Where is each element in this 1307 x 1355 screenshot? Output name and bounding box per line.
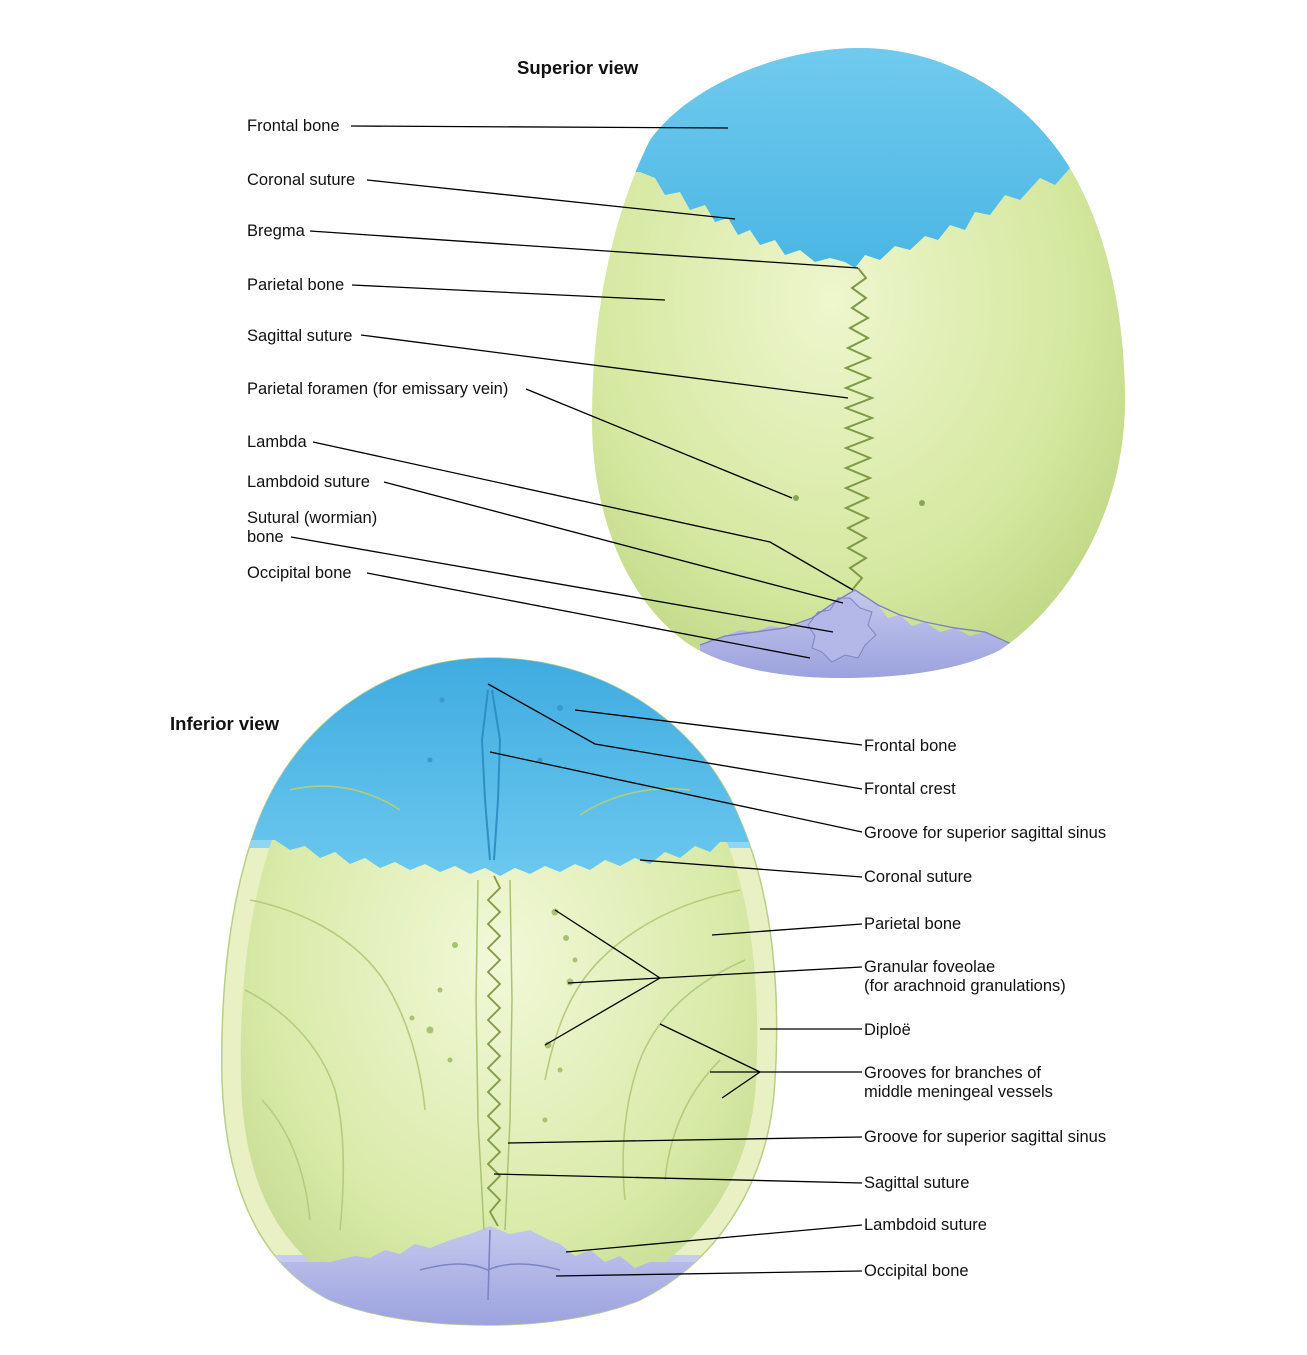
sup-leader-parietal-foramen bbox=[525, 388, 793, 499]
inf-label-sagittal-suture: Sagittal suture bbox=[864, 1174, 969, 1192]
sup-leader-lambdoid-suture bbox=[383, 481, 844, 604]
sup-leader-sagittal-suture bbox=[360, 334, 849, 399]
sup-label-parietal-foramen: Parietal foramen (for emissary vein) bbox=[247, 380, 508, 398]
sup-label-lambda: Lambda bbox=[247, 433, 307, 451]
superior-view-title: Superior view bbox=[517, 57, 639, 78]
inf-label-grooves-meningeal-2: middle meningeal vessels bbox=[864, 1083, 1053, 1101]
inf-leader-frontal-crest bbox=[487, 683, 863, 790]
inf-leader-granular-a bbox=[554, 909, 661, 979]
inf-leader-groove-sss-top bbox=[489, 751, 863, 833]
inf-leader-lambdoid-suture bbox=[565, 1224, 863, 1253]
inf-label-grooves-meningeal-1: Grooves for branches of bbox=[864, 1064, 1041, 1082]
sup-label-sutural-bone-2: bone bbox=[247, 528, 284, 546]
inf-label-lambdoid-suture: Lambdoid suture bbox=[864, 1216, 987, 1234]
inf-leader-occipital-bone bbox=[555, 1270, 863, 1277]
inf-leader-groove-sss-bottom bbox=[507, 1136, 863, 1144]
inferior-frontal-bone bbox=[221, 658, 770, 876]
superior-lambdoid-suture bbox=[699, 589, 1021, 649]
inf-leader-granular-b bbox=[567, 977, 661, 984]
inf-label-granular-foveolae-1: Granular foveolae bbox=[864, 958, 995, 976]
inf-leader-frontal-bone bbox=[574, 709, 863, 746]
sup-label-occipital-bone: Occipital bone bbox=[247, 564, 352, 582]
inf-label-parietal-bone: Parietal bone bbox=[864, 915, 961, 933]
sup-leader-lambda bbox=[312, 441, 854, 591]
sup-leader-occipital-bone bbox=[366, 572, 811, 659]
inferior-sagittal-groove bbox=[475, 879, 513, 1231]
inf-leader-grooves-a bbox=[659, 1023, 761, 1073]
superior-skull bbox=[592, 48, 1125, 678]
sup-leader-parietal-bone bbox=[351, 284, 666, 301]
sup-label-sagittal-suture: Sagittal suture bbox=[247, 327, 352, 345]
inf-leader-grooves-c bbox=[721, 1071, 761, 1099]
inf-leader-coronal-suture bbox=[639, 859, 863, 878]
inf-leader-sagittal-suture bbox=[493, 1173, 863, 1184]
sup-label-bregma: Bregma bbox=[247, 222, 306, 240]
inf-leader-granular-main bbox=[659, 966, 863, 979]
inferior-meningeal-grooves bbox=[244, 785, 746, 1231]
superior-parietal-foramen-left bbox=[793, 495, 799, 501]
inf-label-occipital-bone: Occipital bone bbox=[864, 1262, 969, 1280]
sup-label-coronal-suture: Coronal suture bbox=[247, 171, 355, 189]
inferior-labels: Frontal bone Frontal crest Groove for su… bbox=[487, 683, 1106, 1280]
inf-leader-parietal-bone bbox=[711, 923, 863, 936]
inf-leader-granular-c bbox=[544, 977, 661, 1046]
superior-parietal-foramen-right bbox=[919, 500, 925, 506]
inferior-granular-foveolae bbox=[409, 697, 578, 1123]
sup-label-parietal-bone: Parietal bone bbox=[247, 276, 344, 294]
inf-label-frontal-crest: Frontal crest bbox=[864, 780, 956, 798]
sup-leader-sutural-bone bbox=[290, 536, 834, 633]
inf-label-frontal-bone: Frontal bone bbox=[864, 737, 957, 755]
inferior-frontal-crest bbox=[480, 689, 502, 861]
sup-label-sutural-bone-1: Sutural (wormian) bbox=[247, 509, 377, 527]
sup-label-lambdoid-suture: Lambdoid suture bbox=[247, 473, 370, 491]
inferior-skull bbox=[221, 657, 778, 1326]
inf-label-groove-sss-bottom: Groove for superior sagittal sinus bbox=[864, 1128, 1106, 1146]
sup-leader-coronal-suture bbox=[366, 179, 736, 220]
inferior-sagittal-suture bbox=[486, 875, 502, 1227]
inf-label-diploe: Diploë bbox=[864, 1021, 911, 1039]
sup-leader-frontal-bone bbox=[350, 125, 729, 129]
inf-label-groove-sss-top: Groove for superior sagittal sinus bbox=[864, 824, 1106, 842]
inferior-view-title: Inferior view bbox=[170, 713, 280, 734]
sup-leader-bregma bbox=[309, 230, 859, 269]
sup-label-frontal-bone: Frontal bone bbox=[247, 117, 340, 135]
superior-labels: Frontal bone Coronal suture Bregma Parie… bbox=[247, 117, 859, 659]
inf-label-coronal-suture: Coronal suture bbox=[864, 868, 972, 886]
inferior-occipital-crest bbox=[419, 1229, 561, 1301]
inf-label-granular-foveolae-2: (for arachnoid granulations) bbox=[864, 977, 1066, 995]
superior-sagittal-suture bbox=[843, 267, 875, 591]
